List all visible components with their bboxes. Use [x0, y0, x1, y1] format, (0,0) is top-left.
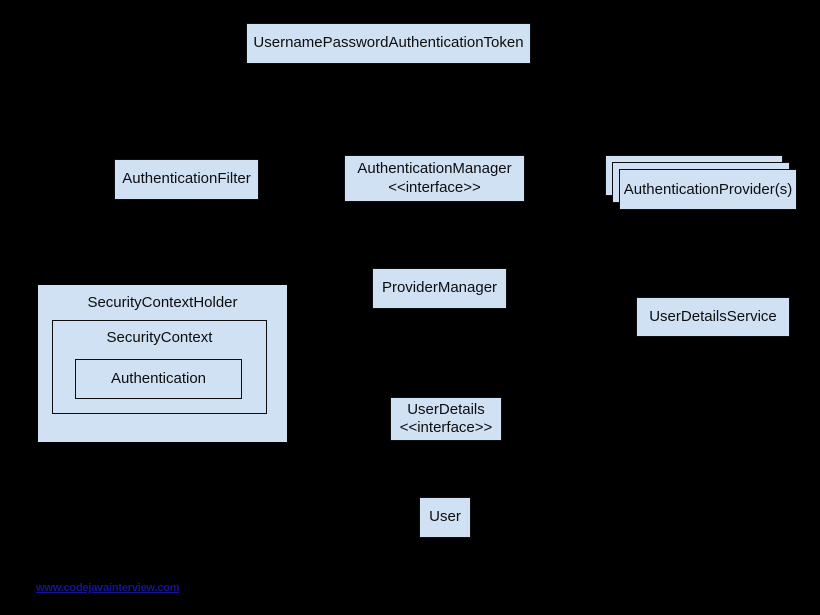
- node-username-password-authentication-token[interactable]: UsernamePasswordAuthenticationToken: [246, 23, 531, 64]
- node-user-details-service[interactable]: UserDetailsService: [636, 297, 790, 337]
- node-authentication-manager[interactable]: AuthenticationManager <<interface>>: [344, 155, 525, 202]
- node-user-details[interactable]: UserDetails <<interface>>: [390, 397, 502, 441]
- node-authentication-filter[interactable]: AuthenticationFilter: [114, 159, 259, 200]
- node-user[interactable]: User: [419, 497, 471, 538]
- node-provider-manager[interactable]: ProviderManager: [372, 268, 507, 309]
- node-authentication[interactable]: Authentication: [75, 359, 242, 399]
- node-authentication-providers[interactable]: AuthenticationProvider(s): [619, 169, 797, 210]
- node-authentication-providers-stack[interactable]: AuthenticationProvider(s): [605, 155, 797, 215]
- footer-source-link[interactable]: www.codejavainterview.com: [36, 582, 180, 594]
